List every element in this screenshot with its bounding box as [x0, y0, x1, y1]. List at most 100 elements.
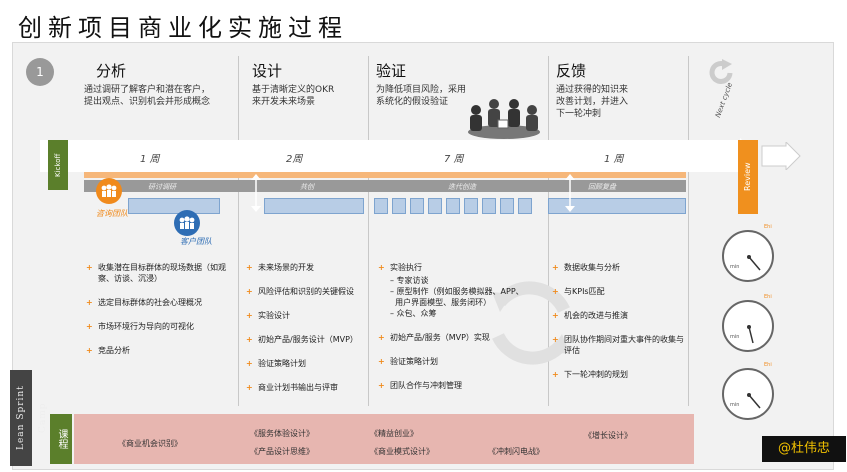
list-item-text: 机会的改进与推演 [564, 311, 628, 320]
list-item: +实验设计 [246, 310, 366, 321]
duration-feedback: 1 周 [604, 154, 624, 165]
course-tag: 课程 [50, 414, 72, 464]
list-item: + 市场环境行为导向的可视化 [86, 321, 236, 332]
course-item: 《服务体验设计》 [250, 429, 314, 438]
phase-title-feedback: 反馈 [556, 62, 587, 80]
list-item-text: 与KPIs匹配 [564, 287, 605, 296]
client-team-icon [174, 210, 200, 236]
duration-validation: 7 周 [444, 154, 464, 165]
list-item-text: 初始产品/服务（MVP）实现 [390, 333, 490, 342]
desc-line: 基于清晰定义的OKR [252, 85, 335, 95]
phase-desc-feedback: 通过获得的知识来 改善计划，并进入 下一轮冲刺 [556, 84, 628, 120]
client-track-segment [548, 198, 686, 214]
gauge-widget: min Ehi [722, 362, 782, 428]
double-arrow-icon [565, 174, 575, 212]
phase-title-validation: 验证 [376, 62, 407, 80]
bar-label-cocreate: 共创 [300, 183, 314, 191]
client-track-segment [374, 198, 388, 214]
desc-line: 为降低项目风险，采用 [376, 85, 467, 95]
list-item-text: 下一轮冲刺的规划 [564, 370, 628, 379]
plus-icon: + [246, 263, 253, 272]
client-track-segment [410, 198, 424, 214]
phase-divider [688, 56, 689, 406]
list-item: + 商业计划书输出与评审 [246, 382, 366, 393]
course-item: 《增长设计》 [584, 431, 632, 440]
plus-icon: + [86, 298, 93, 307]
sub-item: – 众包、众筹 [390, 309, 437, 318]
list-item-text: 团队协作期间对重大事件的收集与评估 [564, 335, 684, 355]
list-item: +验证策略计划 [246, 358, 366, 369]
desc-line: 下一轮冲刺 [556, 109, 602, 119]
phase-divider [368, 56, 369, 406]
list-item-text: 商业计划书输出与评审 [258, 383, 338, 392]
gauge-max-label: Ehi [764, 224, 772, 230]
duration-analysis: 1 周 [140, 154, 160, 165]
activities-feedback: +数据收集与分析 +与KPIs匹配 +机会的改进与推演 +团队协作期间对重大事件… [552, 262, 686, 393]
client-track-segment [446, 198, 460, 214]
lean-sprint-camp-label: Lean Sprint Camp [10, 370, 48, 466]
gauge-needle-icon [747, 393, 761, 409]
page-title: 创新项目商业化实施过程 [18, 14, 348, 42]
list-item-text: 初始产品/服务设计（MVP） [258, 335, 358, 344]
diagram-frame [12, 42, 834, 470]
list-item-text: 市场环境行为导向的可视化 [98, 322, 194, 331]
list-item: +验证策略计划 [378, 356, 538, 367]
next-arrow-outline [761, 142, 801, 170]
gauge-min-label: min [730, 264, 740, 270]
list-item-text: 团队合作与冲刺管理 [390, 381, 462, 390]
sub-item: – 专家访谈 [390, 276, 429, 285]
course-bar [74, 414, 694, 464]
consulting-team-icon [96, 178, 122, 204]
client-track-segment [128, 198, 220, 214]
phase-desc-design: 基于清晰定义的OKR 来开发未来场景 [252, 84, 334, 108]
desc-line: 通过调研了解客户和潜在客户， [84, 85, 211, 95]
list-item-text: 实验执行 [390, 263, 422, 272]
list-item: +数据收集与分析 [552, 262, 686, 273]
list-item-text: 收集潜在目标群体的现场数据（如观察、访谈、沉浸） [98, 263, 226, 283]
phase-desc-analysis: 通过调研了解客户和潜在客户， 提出观点、识别机会并形成概念 [84, 84, 210, 108]
list-item-text: 未来场景的开发 [258, 263, 314, 272]
plus-icon: + [552, 263, 559, 272]
plus-icon: + [552, 311, 559, 320]
phase-desc-validation: 为降低项目风险，采用 系统化的假设验证 [376, 84, 466, 108]
double-arrow-icon [251, 174, 261, 212]
author-watermark: @杜伟忠 [762, 436, 846, 462]
course-item: 《商业机会识别》 [118, 439, 182, 448]
list-item: +团队合作与冲刺管理 [378, 380, 538, 391]
client-track-segment [500, 198, 514, 214]
desc-line: 改善计划，并进入 [556, 97, 629, 107]
client-track-segment [464, 198, 478, 214]
course-item: 《商业模式设计》 [370, 447, 434, 456]
list-item-text: 验证策略计划 [390, 357, 438, 366]
list-item: +收集潜在目标群体的现场数据（如观察、访谈、沉浸） [86, 262, 236, 284]
list-item-text: 风险评估和识别的关键假设 [258, 287, 354, 296]
plus-icon: + [86, 322, 93, 331]
list-item: +风险评估和识别的关键假设 [246, 286, 366, 297]
gauge-max-label: Ehi [764, 362, 772, 368]
plus-icon: + [246, 383, 253, 392]
activities-design: +未来场景的开发 +风险评估和识别的关键假设 +实验设计 +初始产品/服务设计（… [246, 262, 366, 406]
list-item: + 未来场景的开发 [246, 262, 366, 273]
client-track-segment [428, 198, 442, 214]
list-item-text: 竞品分析 [98, 346, 130, 355]
plus-icon: + [86, 346, 93, 355]
list-item: +初始产品/服务（MVP）实现 [378, 332, 538, 343]
list-item-text: 实验设计 [258, 311, 290, 320]
gauge-widget: min Ehi [722, 294, 782, 360]
step-number-badge: 1 [26, 58, 54, 86]
list-item-text: 选定目标群体的社会心理概况 [98, 298, 202, 307]
refresh-cycle-icon [709, 59, 733, 84]
review-marker: Review [738, 140, 758, 214]
list-item: + 团队协作期间对重大事件的收集与评估 [552, 334, 686, 356]
plus-icon: + [246, 359, 253, 368]
list-item: + 选定目标群体的社会心理概况 [86, 297, 236, 308]
plus-icon: + [552, 335, 559, 344]
course-item: 《产品设计思维》 [250, 447, 314, 456]
plus-icon: + [552, 370, 559, 379]
list-item: +与KPIs匹配 [552, 286, 686, 297]
course-item: 《精益创业》 [370, 429, 418, 438]
desc-line: 通过获得的知识来 [556, 85, 629, 95]
bar-label-review: 回顾复盘 [588, 183, 616, 191]
activities-analysis: +收集潜在目标群体的现场数据（如观察、访谈、沉浸） +选定目标群体的社会心理概况… [86, 262, 236, 369]
course-item: 《冲刺闪电战》 [488, 447, 544, 456]
